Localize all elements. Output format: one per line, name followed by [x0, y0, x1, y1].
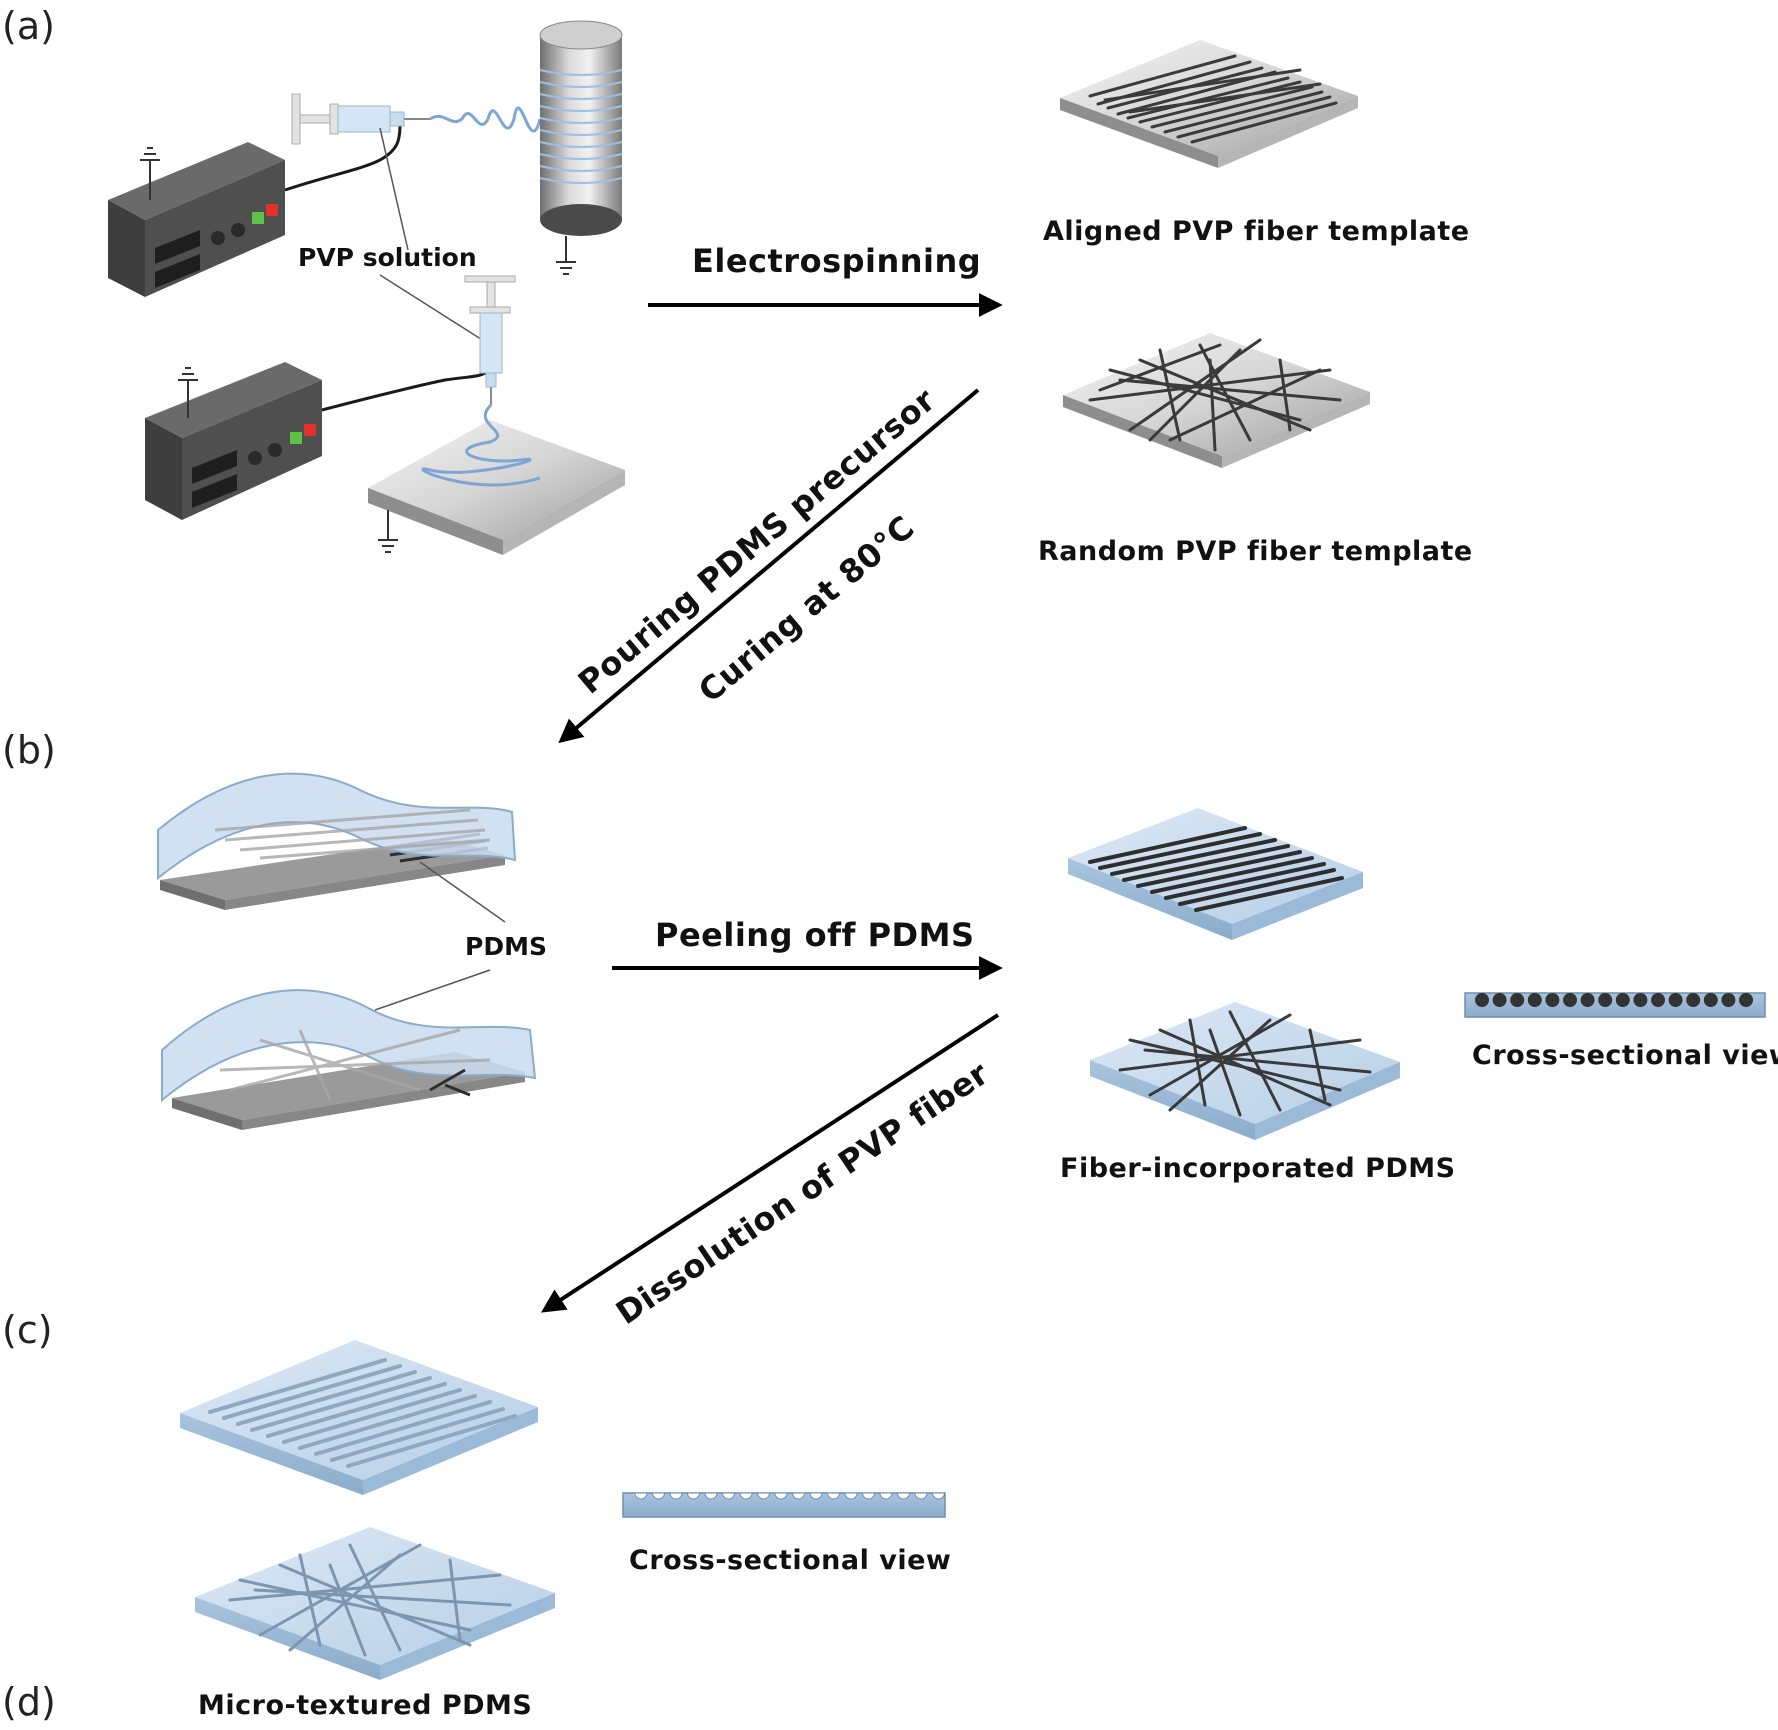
- fiber-pdms-aligned: [1068, 808, 1363, 940]
- power-supply-top: [108, 142, 285, 297]
- fiber-cross-section-dot: [1703, 993, 1718, 1007]
- wire-top: [284, 124, 402, 192]
- arrow-dissolution: [540, 1013, 1000, 1313]
- panel-label-b: (b): [2, 728, 56, 772]
- fiber-incorporated-caption: Fiber-incorporated PDMS: [1060, 1153, 1456, 1184]
- peel-aligned: [157, 772, 517, 910]
- fiber-cross-section-dot: [1739, 993, 1753, 1007]
- groove-cross-section: [686, 1492, 701, 1500]
- jet-spiral-top: [429, 106, 542, 133]
- fiber-cross-section-dot: [1492, 993, 1507, 1007]
- groove-cross-section: [826, 1492, 841, 1500]
- fiber-cross-section-dot: [1721, 993, 1736, 1007]
- groove-cross-section: [651, 1492, 666, 1500]
- syringe-top: [291, 93, 430, 145]
- groove-cross-section: [931, 1492, 946, 1500]
- cross-section-fiber: [1464, 992, 1766, 1018]
- fiber-cross-section-dot: [1668, 993, 1683, 1007]
- panel-label-d: (d): [2, 1680, 56, 1724]
- groove-cross-section: [879, 1492, 893, 1500]
- fiber-cross-section-dot: [1580, 993, 1595, 1007]
- groove-cross-section: [669, 1492, 683, 1500]
- panel-label-c: (c): [2, 1308, 53, 1352]
- wire-bottom: [321, 368, 491, 412]
- fiber-cross-section-dot: [1545, 993, 1560, 1007]
- arrow-pouring: [558, 388, 980, 744]
- random-template-caption: Random PVP fiber template: [1038, 536, 1473, 567]
- groove-cross-section: [634, 1492, 648, 1500]
- groove-cross-section: [896, 1492, 911, 1500]
- groove-cross-section: [721, 1492, 736, 1500]
- groove-cross-section: [914, 1492, 928, 1500]
- syringe-bottom: [464, 275, 516, 405]
- step-peeling: Peeling off PDMS: [655, 916, 975, 954]
- fiber-cross-section-dot: [1686, 993, 1701, 1007]
- random-template-plate: [1063, 333, 1370, 468]
- groove-cross-section: [791, 1492, 806, 1500]
- fiber-cross-section-dot: [1527, 993, 1542, 1007]
- groove-cross-section: [809, 1492, 823, 1500]
- fiber-pdms-random: [1090, 1002, 1400, 1140]
- peel-random: [161, 989, 537, 1130]
- fiber-cross-section-dot: [1510, 993, 1525, 1007]
- panel-label-a: (a): [2, 4, 55, 48]
- fiber-cross-section-dot: [1651, 993, 1665, 1007]
- pvp-solution-leaders: [379, 127, 496, 349]
- groove-cross-section: [739, 1492, 753, 1500]
- groove-cross-section: [774, 1492, 788, 1500]
- collector-plate: [368, 403, 625, 555]
- groove-cross-section: [844, 1492, 858, 1500]
- fiber-cross-section-dot: [1563, 993, 1577, 1007]
- textured-random: [195, 1527, 555, 1680]
- groove-cross-section: [704, 1492, 718, 1500]
- pvp-solution-label: PVP solution: [298, 243, 477, 272]
- fiber-cross-section-dot: [1598, 993, 1613, 1007]
- textured-aligned: [180, 1340, 538, 1495]
- power-supply-bottom: [145, 362, 322, 520]
- aligned-template-plate: [1060, 40, 1358, 168]
- pdms-label: PDMS: [465, 932, 547, 961]
- cross-section-textured: [622, 1492, 946, 1518]
- pdms-leader-1: [419, 861, 506, 923]
- groove-cross-section: [756, 1492, 771, 1500]
- micro-textured-caption: Micro-textured PDMS: [198, 1690, 533, 1721]
- step-electrospinning: Electrospinning: [692, 242, 982, 280]
- cross-section-caption-b: Cross-sectional view: [1472, 1040, 1778, 1071]
- fiber-cross-section-dot: [1475, 993, 1489, 1007]
- pdms-leader-2: [374, 969, 491, 1011]
- fiber-cross-section-dot: [1633, 993, 1648, 1007]
- collector-drum: [539, 20, 623, 275]
- groove-cross-section: [861, 1492, 876, 1500]
- cross-section-caption-c: Cross-sectional view: [629, 1545, 952, 1576]
- aligned-template-caption: Aligned PVP fiber template: [1043, 216, 1470, 247]
- fiber-cross-section-dot: [1615, 993, 1630, 1007]
